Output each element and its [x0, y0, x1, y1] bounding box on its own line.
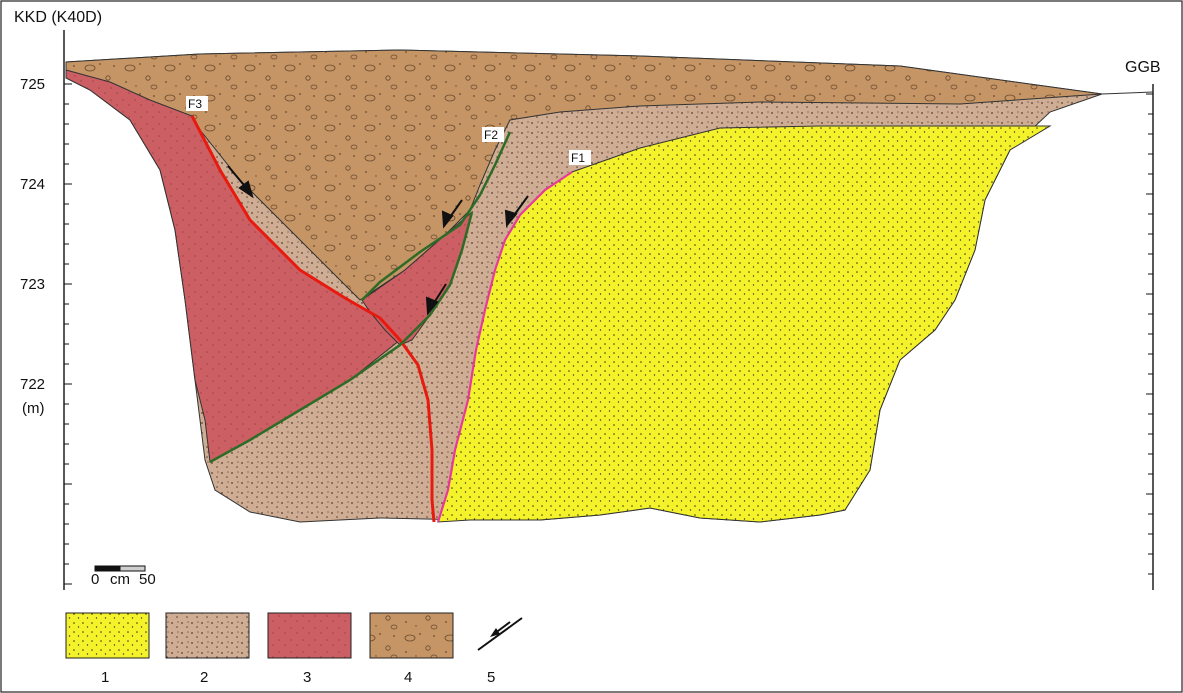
- legend-swatch-3: [268, 613, 351, 658]
- scale-bar-length: 50: [139, 571, 156, 588]
- legend-label-5: 5: [487, 669, 495, 686]
- left-depth-axis: [64, 30, 72, 590]
- fault-label-f2: F2: [484, 128, 498, 142]
- scale-bar-unit: cm: [110, 571, 130, 588]
- legend-label-3: 3: [303, 669, 311, 686]
- tick-label-724: 724: [20, 176, 45, 193]
- legend-label-2: 2: [200, 669, 208, 686]
- legend-swatch-1: [66, 613, 149, 658]
- scale-bar-zero: 0: [91, 571, 99, 588]
- tick-label-725: 725: [20, 76, 45, 93]
- legend-swatch-4: [370, 613, 453, 658]
- legend-fault-symbol: [478, 618, 522, 650]
- fault-label-f3: F3: [188, 97, 202, 111]
- legend-label-4: 4: [404, 669, 412, 686]
- right-depth-axis: [1146, 84, 1153, 590]
- legend-swatch-2: [166, 613, 249, 658]
- fault-label-f1: F1: [571, 151, 585, 165]
- right-section-title: GGB: [1125, 59, 1161, 76]
- ground-surface-line: [1102, 92, 1153, 94]
- axis-unit-label: (m): [22, 400, 45, 417]
- tick-label-723: 723: [20, 276, 45, 293]
- legend-label-1: 1: [101, 669, 109, 686]
- left-section-title: KKD (K40D): [14, 9, 102, 26]
- tick-label-722: 722: [20, 376, 45, 393]
